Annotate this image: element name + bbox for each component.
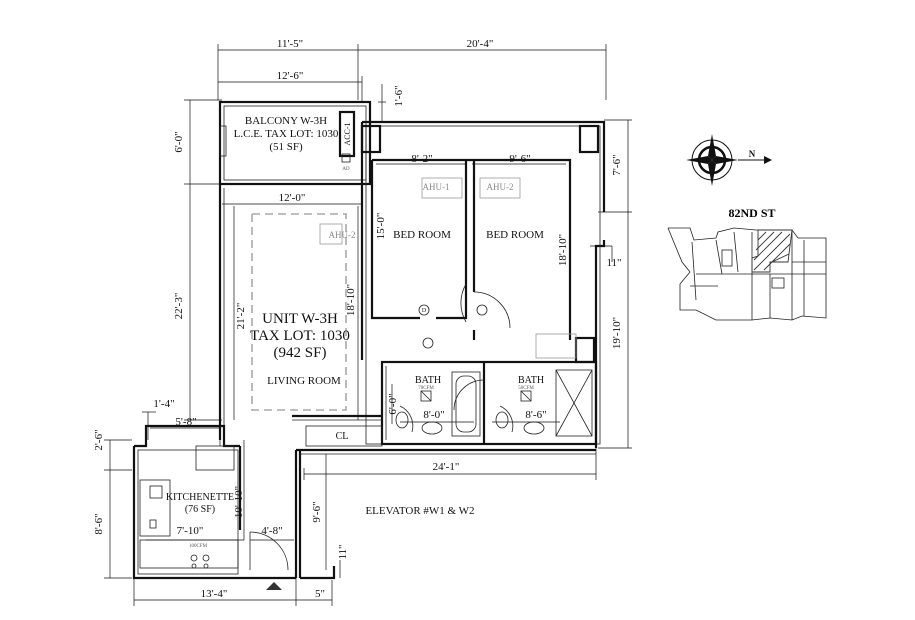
- svg-text:12'-0": 12'-0": [279, 192, 306, 204]
- svg-text:7'-10": 7'-10": [177, 525, 204, 537]
- svg-text:AHU-1: AHU-1: [423, 182, 450, 192]
- equipment-labels: AHU-1 AHU-2 AHU-2 ACC-1 AD 70CFM 50CFM 1…: [189, 122, 534, 549]
- svg-text:13'-4": 13'-4": [201, 588, 228, 600]
- svg-text:9'-6": 9'-6": [311, 501, 323, 522]
- living-room-label: LIVING ROOM: [267, 375, 341, 387]
- svg-text:18'-10": 18'-10": [557, 234, 569, 266]
- svg-text:7'-6": 7'-6": [611, 154, 623, 175]
- closet-label: CL: [336, 431, 349, 442]
- bath-1-label: BATH: [415, 375, 441, 386]
- svg-text:24'-1": 24'-1": [433, 461, 460, 473]
- svg-text:(76 SF): (76 SF): [185, 504, 215, 515]
- svg-text:1'-4": 1'-4": [153, 398, 174, 410]
- svg-text:D: D: [422, 308, 427, 314]
- svg-text:100CFM: 100CFM: [189, 544, 208, 549]
- svg-text:(942 SF): (942 SF): [274, 345, 327, 361]
- room-labels: BALCONY W-3H L.C.E. TAX LOT: 1030 (51 SF…: [166, 115, 544, 517]
- svg-text:10'-10": 10'-10": [233, 486, 245, 518]
- svg-text:11": 11": [337, 544, 349, 559]
- svg-text:6'-0": 6'-0": [173, 131, 185, 152]
- svg-text:2'-6": 2'-6": [93, 429, 105, 450]
- svg-text:18'-10": 18'-10": [345, 284, 357, 316]
- svg-text:8'-6": 8'-6": [93, 513, 105, 534]
- key-plan: [667, 227, 827, 321]
- svg-text:L.C.E. TAX LOT: 1030: L.C.E. TAX LOT: 1030: [234, 128, 339, 140]
- svg-text:20'-4": 20'-4": [467, 38, 494, 50]
- svg-text:21'-2": 21'-2": [235, 303, 247, 330]
- svg-text:8'-6": 8'-6": [525, 409, 546, 421]
- svg-text:ACC-1: ACC-1: [343, 122, 352, 145]
- north-arrow-icon: N: [686, 134, 772, 186]
- svg-text:N: N: [749, 149, 756, 159]
- svg-text:22'-3": 22'-3": [173, 293, 185, 320]
- dimension-labels: 11'-5" 20'-4" 12'-6" 1'-6" 6'-0" 7'-6" 8…: [93, 38, 623, 600]
- svg-text:AHU-2: AHU-2: [329, 230, 356, 240]
- svg-text:6'-0": 6'-0": [387, 393, 399, 414]
- bed-room-1-label: BED ROOM: [393, 229, 451, 241]
- bath-2-label: BATH: [518, 375, 544, 386]
- kitchenette-label: KITCHENETTE: [166, 492, 234, 503]
- svg-text:5": 5": [315, 588, 325, 600]
- bed-room-2-label: BED ROOM: [486, 229, 544, 241]
- street-label: 82ND ST: [728, 206, 775, 220]
- svg-text:11": 11": [606, 257, 621, 269]
- svg-text:12'-6": 12'-6": [277, 70, 304, 82]
- svg-text:1'-6": 1'-6": [393, 85, 405, 106]
- unit-label: UNIT W-3H: [262, 311, 338, 327]
- ahu-boxes: [319, 177, 577, 359]
- svg-text:8'-0": 8'-0": [423, 409, 444, 421]
- svg-text:9'-6": 9'-6": [509, 153, 530, 165]
- svg-text:(51 SF): (51 SF): [269, 141, 303, 153]
- elevator-label: ELEVATOR #W1 & W2: [365, 505, 474, 517]
- entry-marker: [266, 582, 282, 590]
- svg-text:19'-10": 19'-10": [611, 317, 623, 349]
- svg-text:4'-8": 4'-8": [261, 525, 282, 537]
- dimension-lines: [104, 44, 632, 606]
- bath-fixtures: [395, 304, 593, 437]
- svg-text:11'-5": 11'-5": [277, 38, 303, 50]
- svg-text:50CFM: 50CFM: [518, 386, 534, 391]
- svg-text:15'-0": 15'-0": [375, 213, 387, 240]
- balcony-label: BALCONY W-3H: [245, 115, 327, 127]
- walls: [132, 100, 606, 580]
- svg-text:TAX LOT: 1030: TAX LOT: 1030: [250, 328, 350, 344]
- doors: [249, 283, 514, 571]
- svg-text:5'-8": 5'-8": [175, 416, 196, 428]
- svg-text:8'-2": 8'-2": [411, 153, 432, 165]
- svg-text:70CFM: 70CFM: [418, 386, 434, 391]
- svg-text:AD: AD: [342, 167, 350, 172]
- svg-text:AHU-2: AHU-2: [487, 182, 514, 192]
